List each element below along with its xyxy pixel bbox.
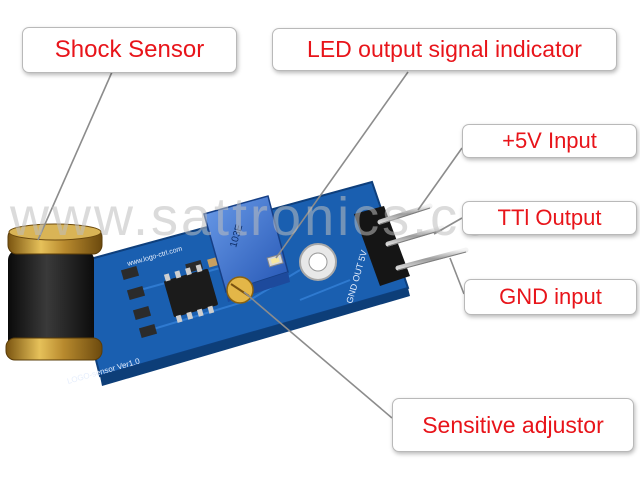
callout-gnd-input: GND input [464,279,637,315]
leader-ttl-output [433,217,463,235]
leader-led-indicator [275,71,409,259]
shock-sensor-cylinder-icon [5,223,103,361]
ic-chip-icon [163,264,218,323]
callout-sensitive-adjustor: Sensitive adjustor [392,398,634,452]
leader-gnd-input [449,257,465,295]
potentiometer-icon [203,195,290,304]
leader-lines [37,71,465,419]
header-pins-icon [354,203,469,286]
leader-shock-sensor [37,71,113,241]
callout-5v-input: +5V Input [462,124,637,158]
callout-shock-sensor: Shock Sensor [22,27,237,73]
leader-5v-input [417,147,463,211]
callout-led-indicator: LED output signal indicator [272,28,617,71]
mounting-hole [299,243,337,281]
watermark: www.sattronics.com [10,187,542,247]
leader-sensitive-adjustor [243,291,393,419]
led-icon [266,253,284,268]
callout-ttl-output: TTl Output [462,201,637,235]
